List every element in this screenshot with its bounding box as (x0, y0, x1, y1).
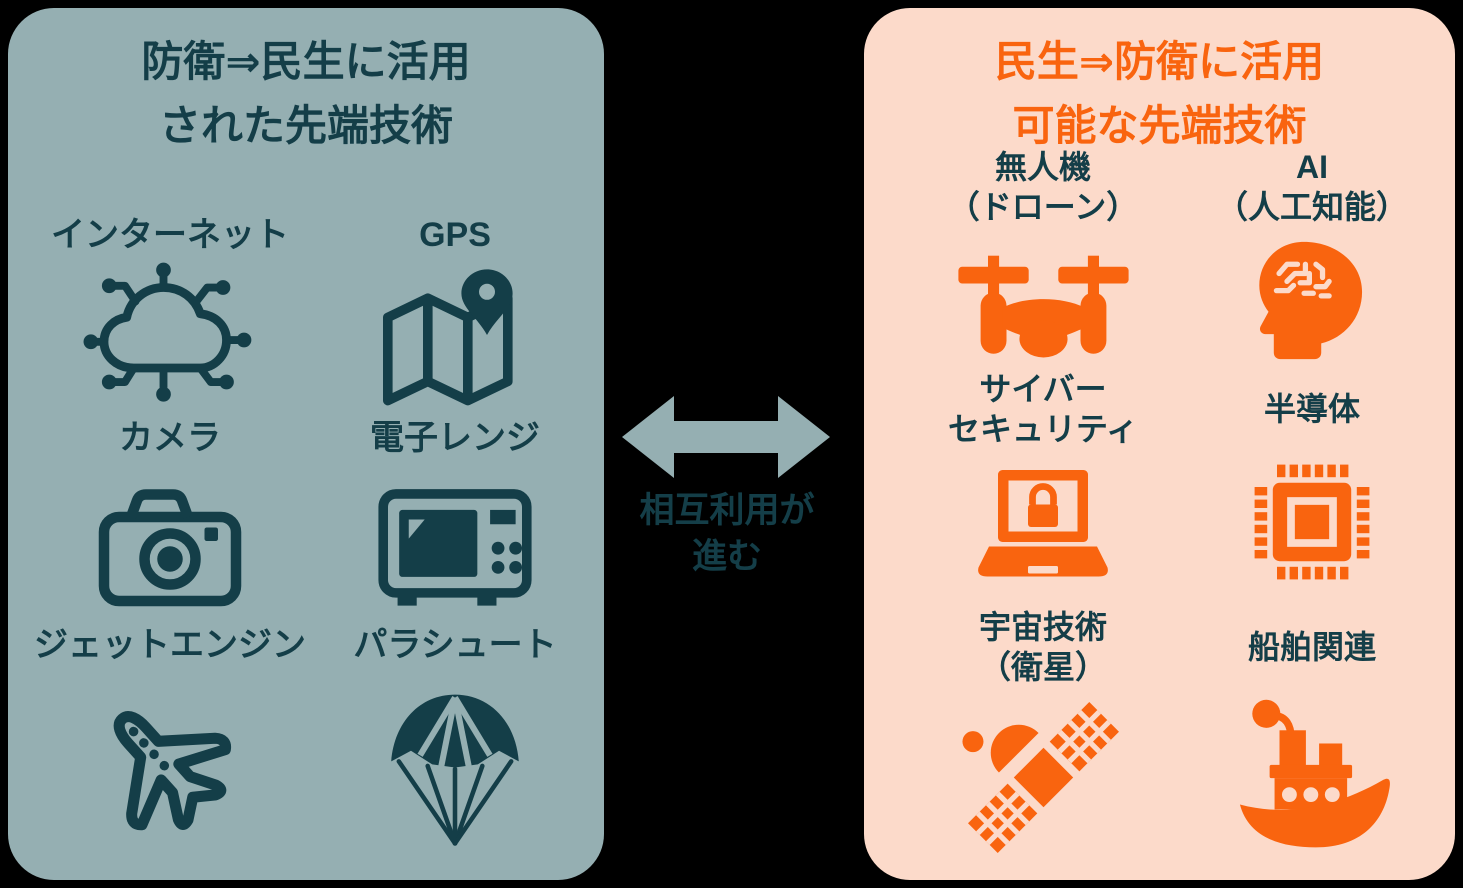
left-title-line2: された先端技術 (158, 101, 453, 149)
ai-label: AI （人工知能） (1215, 149, 1408, 225)
defense-to-civilian-panel: 防衛⇒民生に活用 された先端技術 インターネット (8, 8, 604, 880)
drone-icon (957, 255, 1129, 358)
space-satellite-item: 宇宙技術 （衛星） (893, 606, 1193, 865)
caption-line2: 進む (691, 537, 762, 577)
parachute-icon (391, 694, 519, 846)
right-title-line1: 民生⇒防衛に活用 (994, 38, 1325, 85)
gps-map-icon (383, 269, 513, 406)
semiconductor-chip-icon (1254, 464, 1370, 580)
satellite-icon (961, 702, 1119, 853)
semiconductor-item: 半導体 (1162, 368, 1462, 592)
microwave-item: 電子レンジ (305, 416, 605, 612)
left-title-line1: 防衛⇒民生に活用 (141, 38, 471, 85)
internet-cloud-icon (83, 262, 251, 402)
space-satellite-label: 宇宙技術 （衛星） (978, 609, 1107, 685)
ships-label: 船舶関連 (1247, 629, 1376, 665)
caption-line1: 相互利用が (639, 491, 815, 530)
left-panel-title: 防衛⇒民生に活用 された先端技術 (8, 30, 604, 158)
civilian-to-defense-panel: 民生⇒防衛に活用 可能な先端技術 無人機 （ドローン） (864, 8, 1455, 880)
cybersecurity-laptop-icon (978, 470, 1108, 577)
parachute-label: パラシュート (353, 626, 557, 664)
drone-label: 無人機 （ドローン） (947, 149, 1139, 225)
right-title-line2: 可能な先端技術 (1012, 101, 1307, 149)
mutual-use-caption: 相互利用が 進む (601, 488, 853, 580)
jet-engine-label: ジェットエンジン (34, 626, 306, 664)
camera-item: カメラ (20, 416, 320, 613)
cybersecurity-item: サイバー セキュリティ (893, 368, 1193, 590)
right-panel-title: 民生⇒防衛に活用 可能な先端技術 (864, 30, 1455, 158)
microwave-label: 電子レンジ (370, 419, 540, 457)
jet-plane-icon (113, 711, 232, 831)
parachute-item: パラシュート (305, 623, 605, 854)
ships-item: 船舶関連 (1162, 606, 1462, 854)
camera-icon (98, 489, 242, 607)
ai-item: AI （人工知能） (1162, 146, 1462, 371)
camera-label: カメラ (119, 419, 221, 457)
jet-engine-item: ジェットエンジン (20, 623, 320, 857)
microwave-icon (378, 489, 532, 606)
drone-item: 無人機 （ドローン） (893, 146, 1193, 365)
ship-icon (1239, 699, 1390, 848)
cybersecurity-label: サイバー セキュリティ (947, 371, 1139, 447)
internet-item: インターネット (20, 213, 320, 405)
semiconductor-label: 半導体 (1263, 391, 1360, 427)
internet-label: インターネット (51, 216, 289, 254)
ai-brain-head-icon (1259, 241, 1363, 360)
bidirectional-arrow-icon (622, 396, 830, 478)
gps-label: GPS (419, 216, 491, 254)
gps-item: GPS (305, 213, 605, 415)
